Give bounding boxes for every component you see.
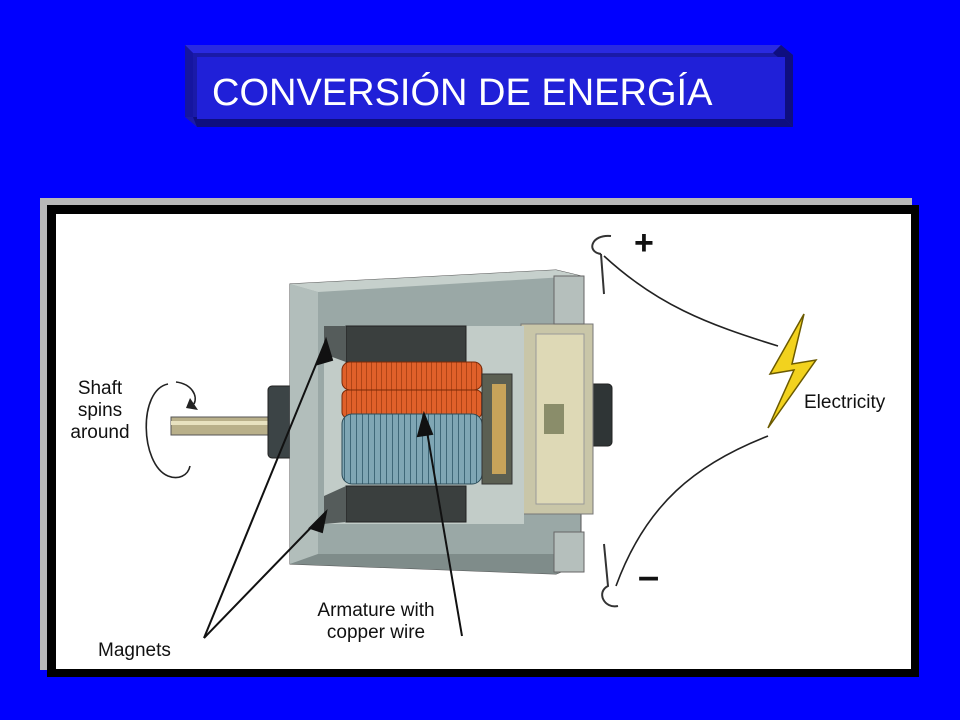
motor-diagram: Shaft spins around Electricity Magnets A…: [56, 214, 911, 669]
plus-sign: +: [634, 224, 654, 262]
wire-minus: [615, 435, 769, 587]
electricity-label: Electricity: [804, 392, 886, 413]
minus-sign: –: [638, 556, 660, 598]
magnet-pointers: [203, 336, 334, 639]
slide-title: CONVERSIÓN DE ENERGÍA: [212, 72, 713, 114]
motor-illustration: [145, 234, 818, 639]
wire-plus: [603, 255, 779, 347]
terminal-plus: [591, 234, 612, 255]
title-box: [185, 45, 793, 127]
magnets-label: Magnets: [98, 640, 171, 661]
armature: [341, 361, 513, 485]
title-box-shape: [185, 45, 793, 127]
rotation-arrow-icon: [145, 383, 191, 479]
armature-pointer: [416, 410, 463, 637]
lightning-bolt-icon: [767, 313, 818, 429]
shaft: [170, 416, 282, 436]
armature-label: Armature with copper wire: [317, 600, 435, 643]
magnet-bottom: [345, 485, 467, 523]
shaft-label: Shaft spins around: [70, 378, 130, 443]
terminal-minus: [601, 543, 619, 608]
end-cap: [520, 275, 594, 573]
magnet-top: [345, 325, 467, 363]
